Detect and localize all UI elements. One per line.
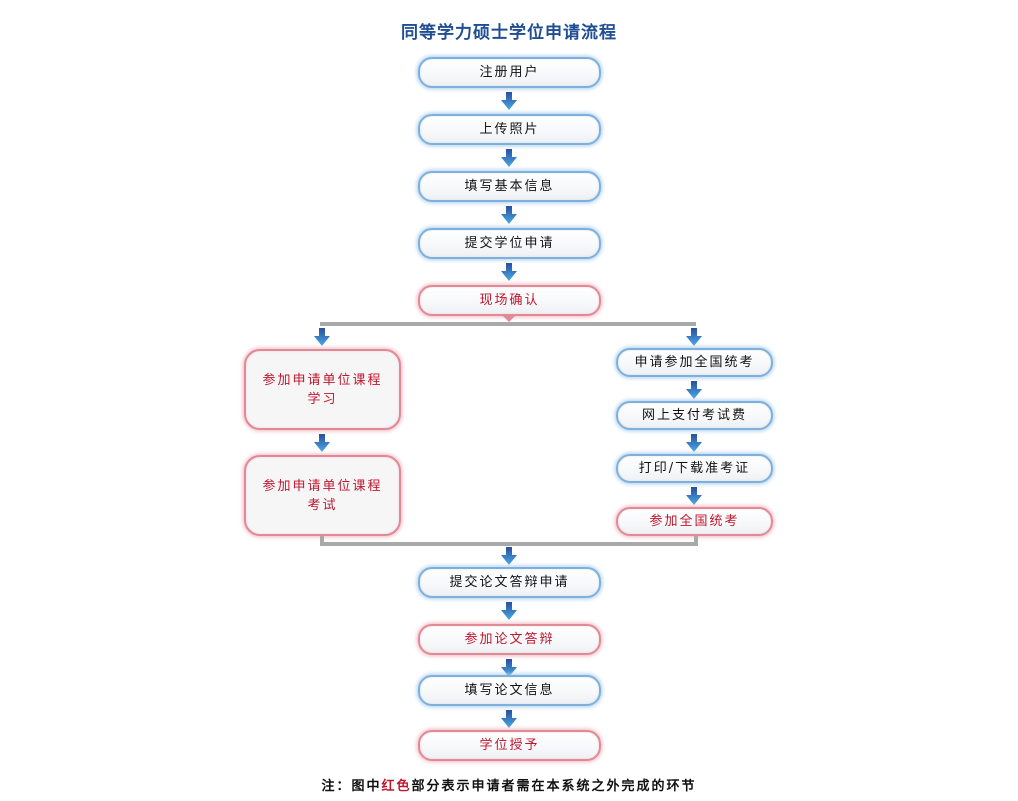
down-arrow-icon: [686, 328, 702, 346]
down-arrow-icon: [501, 263, 517, 281]
down-arrow-icon: [314, 328, 330, 346]
step-label: 参加论文答辩: [464, 632, 555, 647]
step-label: 打印/下载准考证: [638, 461, 751, 476]
step-submit-degree-application: 提交学位申请: [418, 228, 601, 259]
step-label: 填写基本信息: [464, 179, 555, 194]
step-label: 上传照片: [479, 122, 540, 137]
step-upload-photo: 上传照片: [418, 114, 601, 145]
step-fill-thesis-info: 填写论文信息: [418, 675, 601, 706]
step-label-line1: 参加申请单位课程: [262, 478, 383, 494]
down-arrow-icon: [501, 149, 517, 167]
split-connector: [320, 322, 696, 326]
callout-pointer: [503, 316, 515, 322]
note-prefix: 注：图中: [321, 779, 382, 794]
step-unit-course-exam: 参加申请单位课程 考试: [244, 455, 401, 536]
merge-connector: [320, 542, 698, 546]
merge-connector-right-stub: [694, 536, 698, 544]
down-arrow-icon: [501, 710, 517, 728]
step-basic-info: 填写基本信息: [418, 171, 601, 202]
down-arrow-icon: [686, 487, 702, 505]
step-pay-exam-fee: 网上支付考试费: [616, 401, 773, 430]
step-label: 注册用户: [479, 65, 540, 80]
step-submit-defense-application: 提交论文答辩申请: [418, 567, 601, 598]
step-register-user: 注册用户: [418, 57, 601, 88]
step-unit-course-study: 参加申请单位课程 学习: [244, 349, 401, 430]
merge-connector-left-stub: [320, 536, 324, 544]
flowchart-title: 同等学力硕士学位申请流程: [401, 23, 617, 43]
legend-note: 注：图中红色部分表示申请者需在本系统之外完成的环节: [0, 775, 1018, 794]
step-label: 提交论文答辩申请: [449, 575, 570, 590]
step-label: 学位授予: [479, 738, 540, 753]
note-highlight: 红色: [381, 779, 412, 794]
step-label: 提交学位申请: [464, 236, 555, 251]
down-arrow-icon: [501, 547, 517, 565]
down-arrow-icon: [501, 92, 517, 110]
step-degree-conferred: 学位授予: [418, 730, 601, 761]
step-take-national-exam: 参加全国统考: [616, 507, 773, 536]
step-attend-defense: 参加论文答辩: [418, 624, 601, 655]
step-label: 网上支付考试费: [641, 408, 747, 423]
step-label-line2: 学习: [307, 391, 338, 407]
step-label: 现场确认: [479, 293, 540, 308]
down-arrow-icon: [686, 434, 702, 452]
step-print-admission-ticket: 打印/下载准考证: [616, 454, 773, 483]
step-label: 申请参加全国统考: [634, 355, 755, 370]
step-label: 参加全国统考: [649, 514, 740, 529]
step-label: 填写论文信息: [464, 683, 555, 698]
down-arrow-icon: [501, 602, 517, 620]
step-label-line1: 参加申请单位课程: [262, 372, 383, 388]
step-label-line2: 考试: [307, 497, 338, 513]
down-arrow-icon: [501, 659, 517, 677]
step-onsite-confirmation: 现场确认: [418, 285, 601, 316]
down-arrow-icon: [314, 434, 330, 452]
down-arrow-icon: [686, 381, 702, 399]
step-apply-national-exam: 申请参加全国统考: [616, 348, 773, 377]
note-suffix: 部分表示申请者需在本系统之外完成的环节: [411, 779, 697, 794]
down-arrow-icon: [501, 206, 517, 224]
